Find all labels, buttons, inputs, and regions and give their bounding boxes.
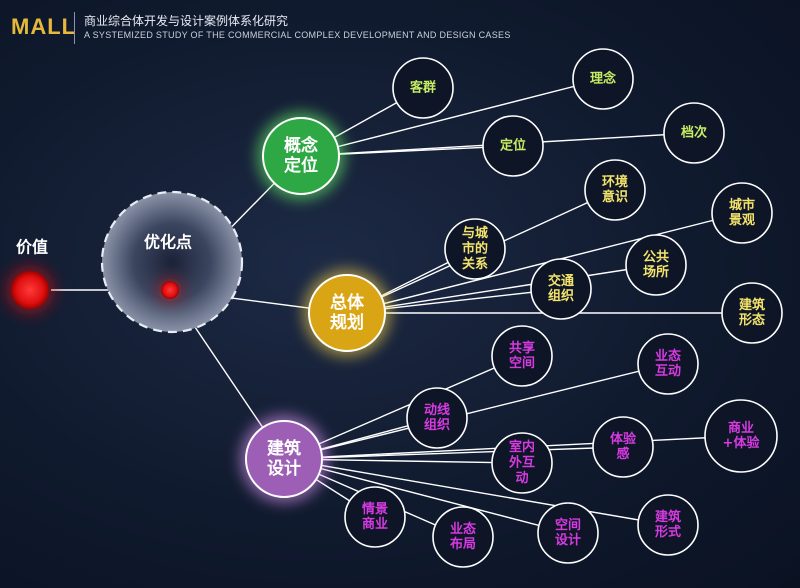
leaf-master-plan-3 [530,258,592,320]
leaf-architecture-3 [491,432,553,494]
value-node [11,271,49,309]
leaf-concept-2 [482,115,544,177]
leaf-architecture-2-label: 动线 [424,402,450,418]
value-label: 价值 [16,238,48,257]
leaf-concept-3-label: 档次 [681,125,707,141]
leaf-concept-0 [392,57,454,119]
leaf-architecture-1-label: 互动 [655,364,681,379]
leaf-architecture-8 [537,502,599,564]
leaf-architecture-9 [637,494,699,556]
leaf-master-plan-5-label: 形态 [739,312,765,328]
hub-master-plan-label: 总体 [330,292,365,313]
leaf-architecture-4-label: 体验 [610,431,637,447]
leaf-master-plan-1-label: 环境 [602,174,628,190]
leaf-master-plan-2-label: 城市 [729,197,755,213]
leaf-architecture-3-label: 外互 [508,455,535,471]
connector-architecture-leaf-9 [283,458,669,526]
leaf-architecture-7-label: 布局 [450,536,476,552]
leaf-architecture-5-label: +体验 [723,435,761,451]
leaf-concept-1 [572,48,634,110]
leaf-architecture-2-label: 组织 [424,417,450,433]
connector-architecture-leaf-1 [283,363,669,460]
leaf-architecture-1 [637,333,699,395]
leaf-architecture-4-label: 感 [616,446,629,462]
leaf-architecture-3-label: 动 [515,471,528,486]
page-subtitle: A SYSTEMIZED STUDY OF THE COMMERCIAL COM… [84,30,511,40]
hub-concept-label: 概念 [284,135,318,156]
leaf-architecture-1-label: 业态 [655,348,681,364]
hub-concept [262,117,340,195]
leaf-master-plan-0 [444,218,506,280]
leaf-master-plan-1-label: 意识 [602,189,628,205]
leaf-master-plan-4-label: 场所 [643,264,669,280]
leaf-master-plan-3-label: 交通 [548,273,574,289]
optimization-label: 优化点 [144,233,192,252]
leaf-architecture-0-label: 共享 [509,340,535,356]
leaf-architecture-5 [704,399,778,473]
leaf-master-plan-5-label: 建筑 [739,297,765,313]
leaf-architecture-8-label: 空间 [555,517,581,533]
hub-architecture-label: 建筑 [267,438,301,459]
leaf-architecture-9-label: 建筑 [655,509,681,525]
leaf-architecture-0 [491,325,553,387]
leaf-concept-1-label: 理念 [590,71,616,87]
leaf-master-plan-0-label: 市的 [462,241,488,257]
leaf-master-plan-0-label: 与城 [462,225,488,241]
leaf-architecture-2 [406,387,468,449]
leaf-concept-0-label: 客群 [410,80,436,96]
leaf-master-plan-2 [711,182,773,244]
header-divider [74,12,75,44]
leaf-concept-3 [663,102,725,164]
leaf-architecture-7 [432,506,494,568]
optimization-dot [161,281,179,299]
leaf-master-plan-0-label: 关系 [462,256,488,272]
brand-logo: MALL [11,14,77,39]
hub-master-plan-label: 规划 [330,312,364,333]
leaf-master-plan-4-label: 公共 [643,249,669,265]
hub-architecture [245,420,323,498]
leaf-master-plan-1 [584,159,646,221]
leaf-architecture-6-label: 情景 [362,501,388,517]
leaf-architecture-7-label: 业态 [450,521,476,537]
leaf-architecture-8-label: 设计 [555,532,581,548]
connector-master-plan-leaf-4 [346,264,657,314]
connector-architecture-leaf-8 [283,458,569,534]
leaf-architecture-3-label: 室内 [509,439,535,455]
hub-master-plan [308,274,386,352]
leaf-architecture-4 [592,416,654,478]
leaf-master-plan-5 [721,282,783,344]
hub-architecture-label: 设计 [267,458,301,479]
leaf-master-plan-4 [625,234,687,296]
hub-concept-label: 定位 [284,155,318,176]
optimization-node [100,190,244,334]
leaf-concept-2-label: 定位 [499,138,526,154]
leaf-architecture-6 [344,486,406,548]
leaf-master-plan-3-label: 组织 [548,288,574,304]
connector-architecture-leaf-4 [283,446,624,460]
leaf-architecture-6-label: 商业 [362,516,388,532]
leaf-architecture-9-label: 形式 [655,524,681,540]
connector-concept-leaf-1 [300,78,604,157]
leaf-architecture-5-label: 商业 [728,420,754,436]
page-title: 商业综合体开发与设计案例体系化研究 [84,14,289,28]
leaf-master-plan-2-label: 景观 [729,213,755,228]
leaf-architecture-0-label: 空间 [509,355,535,371]
